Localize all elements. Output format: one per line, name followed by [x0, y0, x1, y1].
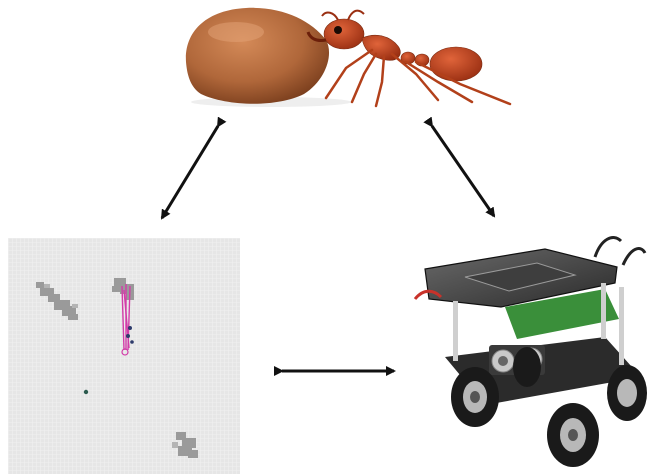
- simulation-grid-image: [8, 238, 240, 474]
- robot-image: [405, 227, 651, 472]
- wheeled-robot-icon: [405, 227, 651, 472]
- arrow-ant-robot: [432, 126, 494, 216]
- ant-carrying-seed-icon: [176, 2, 521, 110]
- ant-image: [176, 2, 521, 110]
- grid-simulation-icon: [8, 238, 240, 474]
- seed-shape: [186, 8, 329, 104]
- arrow-ant-simulation: [162, 126, 218, 218]
- ant-body: [324, 19, 482, 81]
